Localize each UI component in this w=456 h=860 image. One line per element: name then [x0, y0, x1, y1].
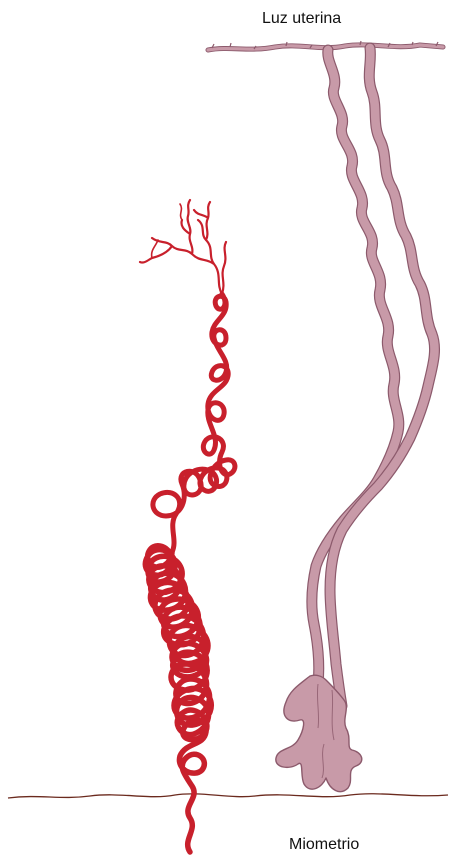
spiral-artery	[140, 200, 235, 852]
spiral-artery-trunk	[145, 546, 211, 852]
spiral-artery-branches	[140, 200, 226, 294]
uterine-gland	[276, 48, 435, 792]
uterine-lumen-label: Luz uterina	[262, 10, 341, 28]
myometrium-boundary-line	[8, 794, 448, 798]
spiral-artery-mid	[153, 294, 235, 552]
gland-basal-portion	[276, 675, 362, 791]
myometrium-label: Miometrio	[289, 836, 359, 854]
